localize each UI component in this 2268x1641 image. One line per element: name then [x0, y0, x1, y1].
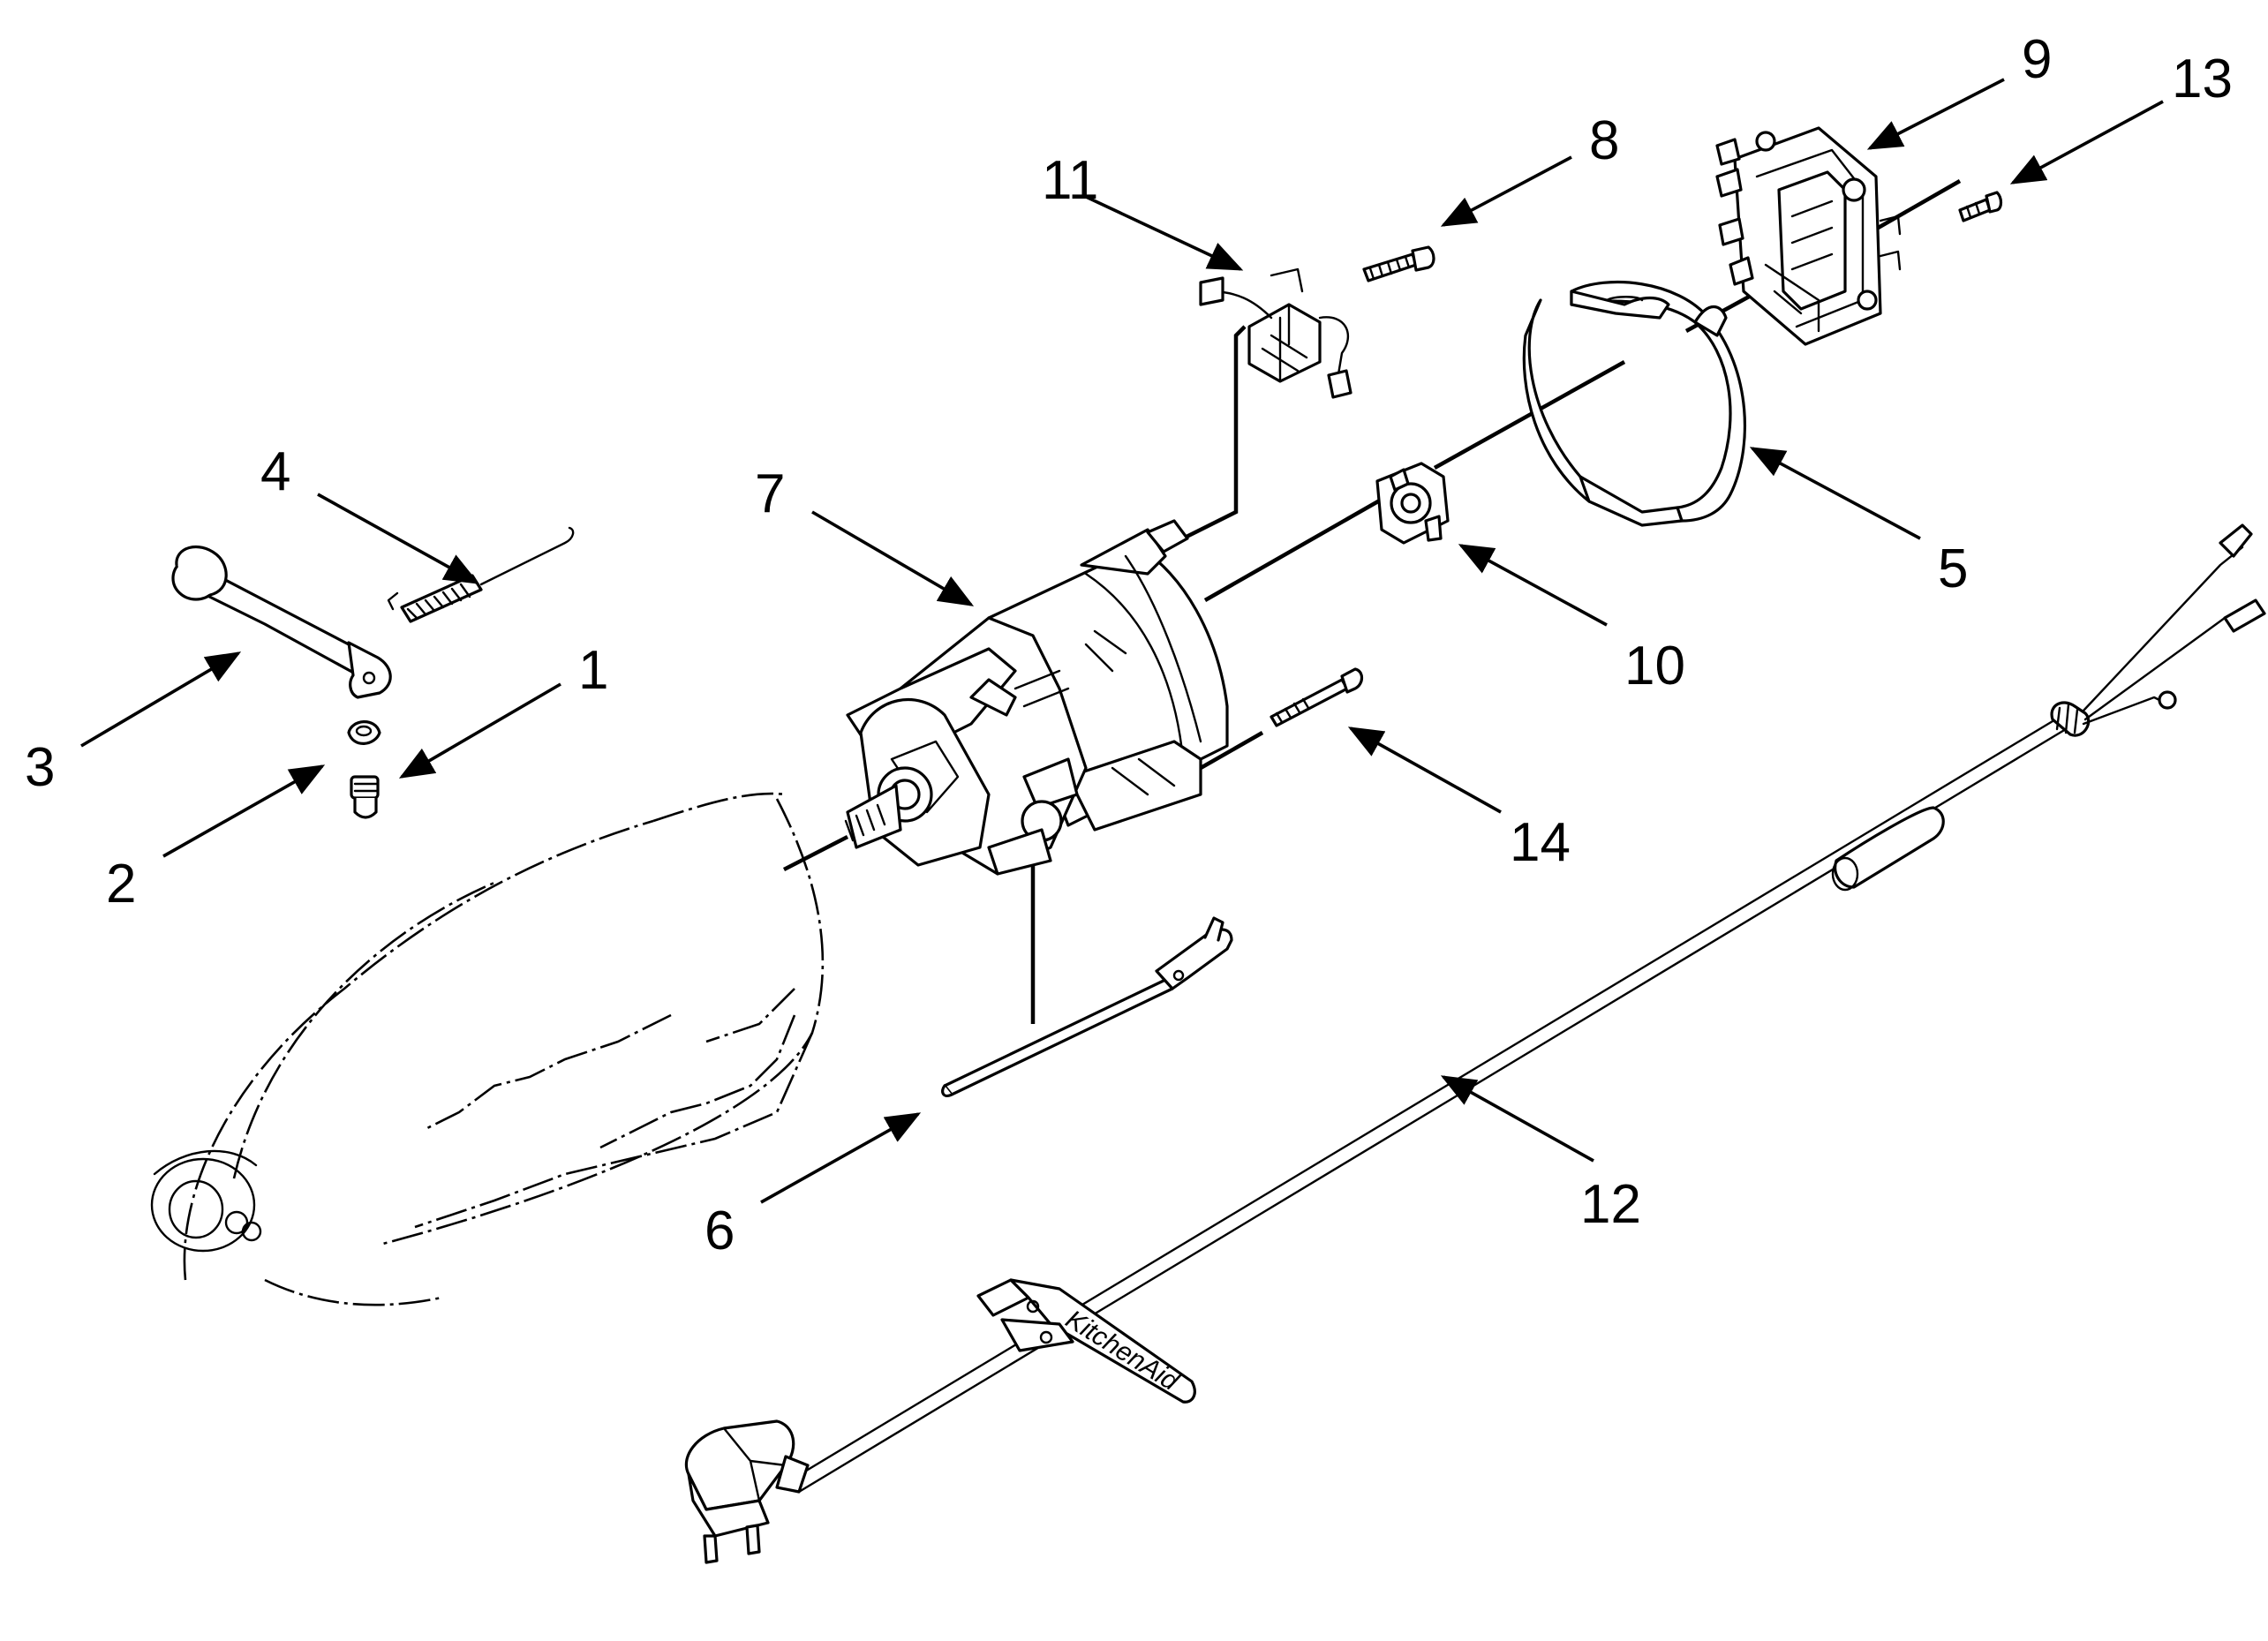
leader-5 — [1749, 447, 1921, 540]
callout-3: 3 — [25, 737, 55, 798]
leader-13 — [2009, 100, 2164, 184]
part-2-washer — [347, 720, 381, 745]
callout-7: 7 — [755, 463, 785, 524]
callout-14: 14 — [1510, 812, 1571, 873]
leader-11 — [1083, 194, 1244, 271]
callout-1: 1 — [578, 640, 608, 701]
callout-10: 10 — [1624, 636, 1685, 696]
callout-9: 9 — [2022, 29, 2052, 90]
part-1-screw — [350, 775, 380, 819]
part-7-motor — [844, 519, 1229, 876]
leader-4 — [317, 493, 480, 584]
callout-5: 5 — [1938, 538, 1968, 599]
leader-14 — [1347, 726, 1502, 814]
leader-9 — [1866, 78, 2005, 150]
callout-6: 6 — [705, 1201, 735, 1261]
leader-12 — [1440, 1075, 1594, 1163]
callout-8: 8 — [1589, 110, 1619, 171]
leader-6 — [760, 1112, 922, 1204]
part-6-strip — [941, 916, 1233, 1097]
leader-1 — [398, 682, 561, 779]
callout-12: 12 — [1580, 1174, 1641, 1235]
callout-13: 13 — [2172, 49, 2233, 109]
callout-2: 2 — [106, 854, 136, 915]
callout-leaders — [80, 78, 2164, 1204]
callout-11: 11 — [1042, 150, 1098, 211]
part-13-screw — [1958, 191, 2003, 222]
part-3-lever — [171, 545, 392, 699]
leader-8 — [1440, 155, 1572, 227]
part-9-switch-plate — [1715, 126, 1902, 346]
strap-brand-text: KitchenAid — [1060, 1305, 1184, 1397]
leader-2 — [162, 764, 326, 858]
leader-3 — [80, 651, 242, 748]
leader-10 — [1458, 544, 1608, 627]
part-5-ring — [1522, 280, 1746, 527]
part-11-bracket — [1199, 267, 1353, 399]
callout-labels: 1 2 3 4 5 6 7 8 9 10 11 12 13 14 — [25, 29, 2233, 1261]
leader-7 — [811, 510, 975, 606]
callout-4: 4 — [260, 441, 290, 502]
part-10-governor — [1375, 462, 1450, 545]
part-14-screw — [1270, 667, 1364, 727]
part-4-spring — [387, 526, 575, 623]
part-8-screw — [1362, 245, 1435, 282]
mixer-housing-outline — [150, 792, 825, 1306]
